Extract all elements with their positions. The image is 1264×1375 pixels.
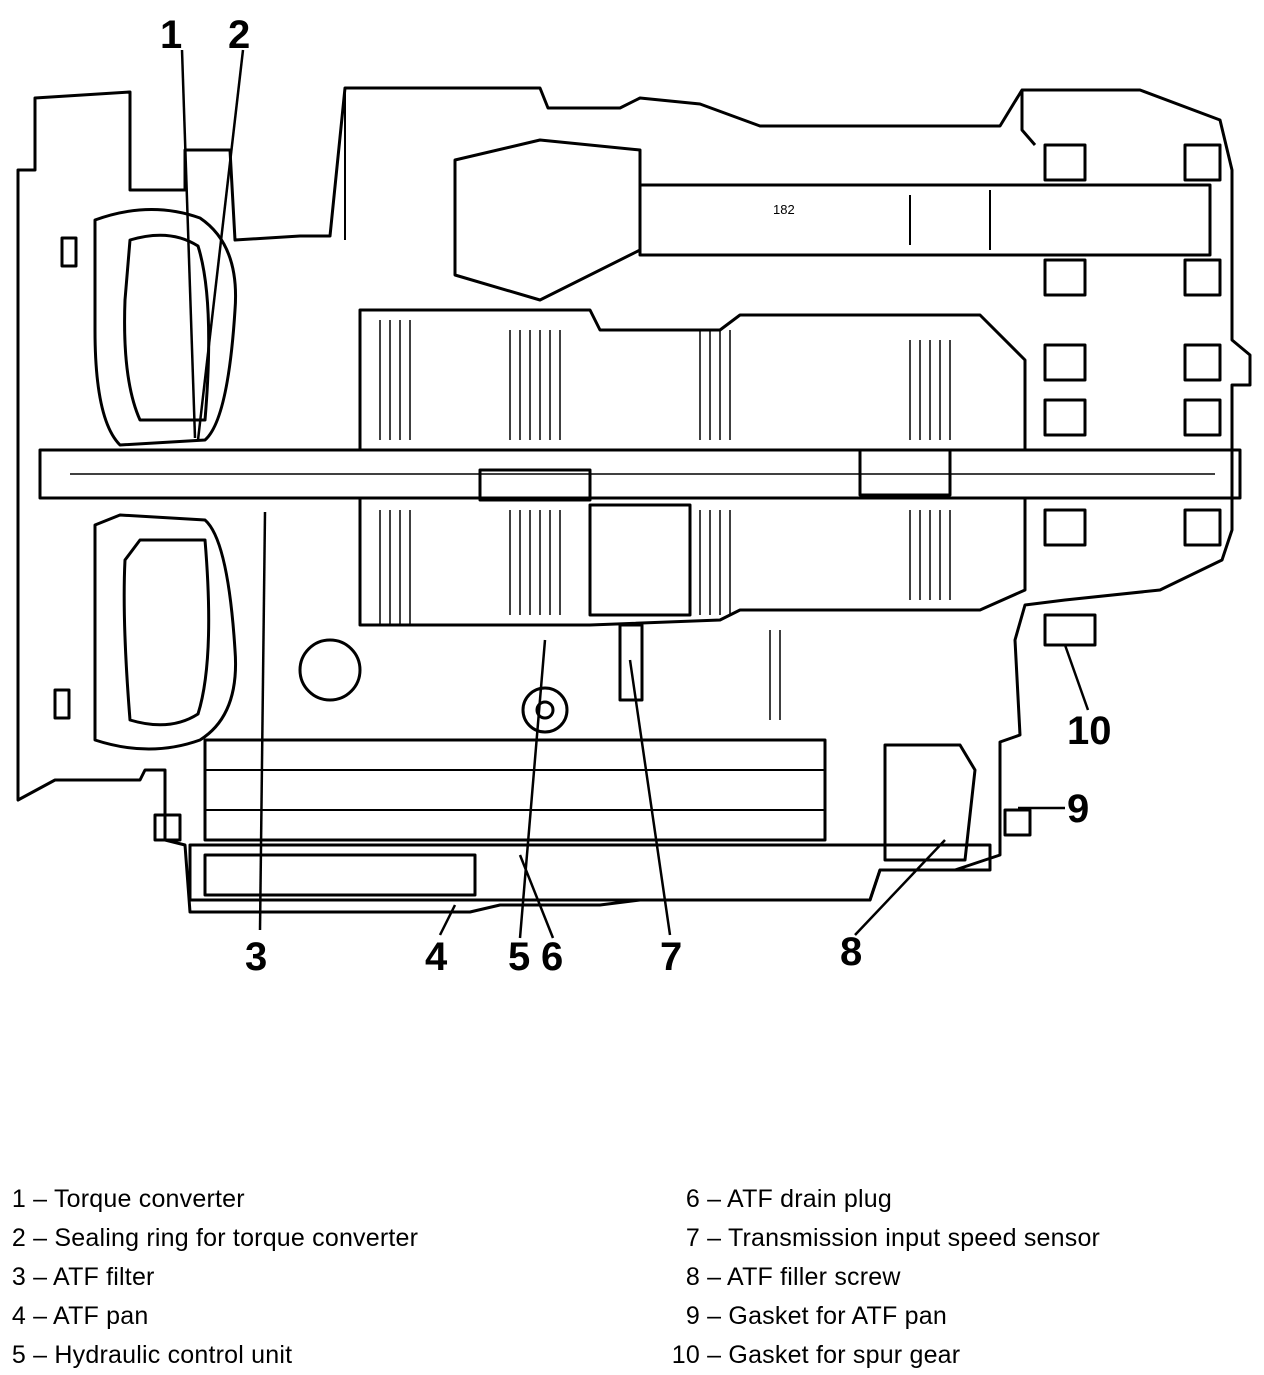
callout-8: 8 — [840, 930, 862, 974]
converter-inner-upper — [123, 233, 211, 422]
leader-2 — [196, 49, 245, 441]
output-shaft — [638, 183, 1212, 257]
output-drive-housing — [453, 138, 642, 302]
legend-column-right: 6 – ATF drain plug 7 – Transmission inpu… — [665, 1180, 1100, 1375]
bearing-upper-far — [1183, 143, 1222, 182]
leader-10 — [1063, 644, 1090, 711]
callout-4: 4 — [425, 935, 448, 979]
callout-10: 10 — [1067, 709, 1112, 753]
legend-item: 5 – Hydraulic control unit — [11, 1341, 293, 1369]
callout-5: 5 — [508, 935, 530, 979]
spur-gear-gasket — [1043, 613, 1097, 647]
leader-7 — [628, 659, 672, 936]
legend-item: 1 – Torque converter — [11, 1185, 245, 1213]
callout-3: 3 — [245, 935, 267, 979]
callout-1: 1 — [160, 13, 182, 57]
callout-7: 7 — [660, 935, 682, 979]
planetary-set — [588, 503, 692, 617]
clutch-housing-lower — [358, 496, 1027, 627]
leader-4 — [438, 904, 457, 936]
legend-item: 9 – Gasket for ATF pan — [685, 1302, 947, 1330]
speed-sensor — [618, 623, 644, 702]
legend-item: 7 – Transmission input speed sensor — [685, 1224, 1101, 1252]
callout-2: 2 — [228, 13, 250, 57]
leader-6 — [518, 854, 555, 939]
leader-3 — [258, 511, 267, 931]
torque-converter-lower — [93, 513, 238, 751]
parts-legend: 1 – Torque converter 2 – Sealing ring fo… — [0, 1170, 1264, 1370]
case-outline — [16, 86, 1252, 914]
callout-6: 6 — [541, 935, 563, 979]
legend-item: 8 – ATF filler screw — [685, 1263, 901, 1291]
leader-1 — [180, 49, 197, 439]
shaft-marking: 182 — [773, 202, 795, 217]
leader-8 — [854, 839, 946, 936]
legend-item: 3 – ATF filter — [11, 1263, 155, 1291]
filler-screw-housing — [883, 743, 977, 862]
atf-filter — [203, 853, 477, 897]
leader-5 — [518, 639, 547, 939]
legend-item: 2 – Sealing ring for torque converter — [11, 1224, 419, 1252]
transmission-cross-section-diagram: 182 1 2 3 4 5 6 7 8 9 10 — [16, 13, 1252, 979]
atf-pan — [188, 843, 992, 902]
hydraulic-control-unit — [203, 738, 827, 842]
bearing-upper-right — [1043, 143, 1087, 182]
legend-item: 6 – ATF drain plug — [685, 1185, 892, 1213]
legend-column-left: 1 – Torque converter 2 – Sealing ring fo… — [8, 1180, 418, 1375]
legend-item: 10 – Gasket for spur gear — [671, 1341, 961, 1369]
converter-inner-lower — [122, 538, 211, 727]
clutch-housing-upper — [358, 308, 1027, 452]
drain-plug-boss — [521, 686, 569, 734]
callout-9: 9 — [1067, 787, 1089, 831]
torque-converter-upper — [93, 207, 238, 447]
legend-item: 4 – ATF pan — [11, 1302, 149, 1330]
